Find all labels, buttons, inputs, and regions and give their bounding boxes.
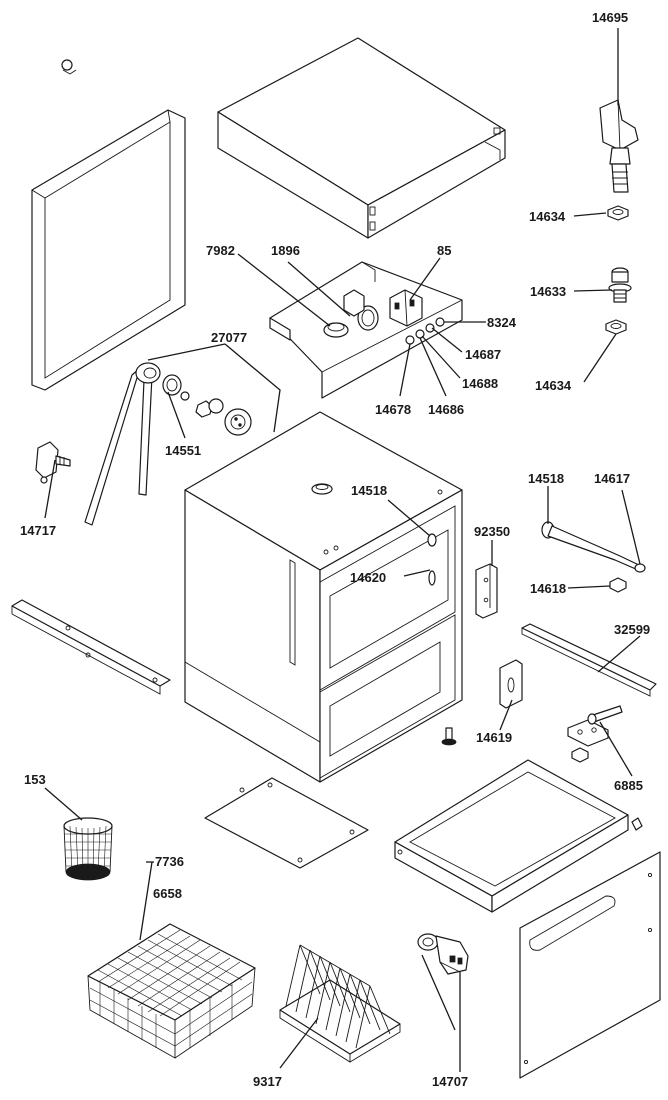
front-panel	[519, 851, 661, 1079]
drain-pump	[417, 933, 469, 975]
label-14634-upper: 14634	[529, 209, 566, 224]
valve-part	[35, 441, 71, 484]
wire-rack-basket	[87, 923, 256, 1059]
label-14717: 14717	[20, 523, 56, 538]
threaded-pin-part	[608, 267, 632, 303]
leveling-foot	[441, 727, 457, 746]
label-14707: 14707	[432, 1074, 468, 1089]
label-32599: 32599	[614, 622, 650, 637]
leader-lines	[44, 28, 641, 1072]
label-1896: 1896	[271, 243, 300, 258]
side-panel-frame	[31, 109, 186, 391]
label-14620: 14620	[350, 570, 386, 585]
label-14678: 14678	[375, 402, 411, 417]
label-14518-right: 14518	[528, 471, 564, 486]
label-14686: 14686	[428, 402, 464, 417]
plate-rack	[279, 944, 401, 1063]
label-153: 153	[24, 772, 46, 787]
label-14617: 14617	[594, 471, 630, 486]
label-14695: 14695	[592, 10, 628, 25]
label-14518-cabinet: 14518	[351, 483, 387, 498]
label-7736: 7736	[155, 854, 184, 869]
label-9317: 9317	[253, 1074, 282, 1089]
door-part	[394, 759, 643, 913]
label-14618: 14618	[530, 581, 566, 596]
label-8324: 8324	[487, 315, 517, 330]
label-14633: 14633	[530, 284, 566, 299]
latch-plate	[499, 659, 523, 709]
hinge-assembly	[567, 705, 623, 763]
hex-nut-lower	[605, 319, 627, 335]
hex-nut-upper	[607, 205, 629, 221]
label-27077: 27077	[211, 330, 247, 345]
main-cabinet	[184, 411, 463, 783]
label-92350: 92350	[474, 524, 510, 539]
bottom-plate	[204, 777, 369, 869]
knob-part	[61, 59, 77, 75]
micro-switch-part	[599, 99, 639, 193]
label-14634-lower: 14634	[535, 378, 572, 393]
label-14619: 14619	[476, 730, 512, 745]
label-14688: 14688	[462, 376, 498, 391]
control-panel-bracket	[269, 261, 463, 399]
label-6658: 6658	[153, 886, 182, 901]
cutlery-basket	[63, 817, 113, 881]
part-labels: 14695 14634 14633 14634 7982 1896 85 832…	[20, 10, 650, 1089]
top-cover	[217, 37, 506, 239]
label-14551: 14551	[165, 443, 201, 458]
wash-arm-assembly	[84, 362, 252, 526]
hinge-rod	[541, 521, 646, 593]
mounting-bracket	[475, 563, 498, 619]
bottom-rail-right	[521, 623, 657, 697]
label-7982: 7982	[206, 243, 235, 258]
label-6885: 6885	[614, 778, 643, 793]
bottom-rail-left	[11, 599, 171, 695]
label-14687: 14687	[465, 347, 501, 362]
label-85: 85	[437, 243, 451, 258]
